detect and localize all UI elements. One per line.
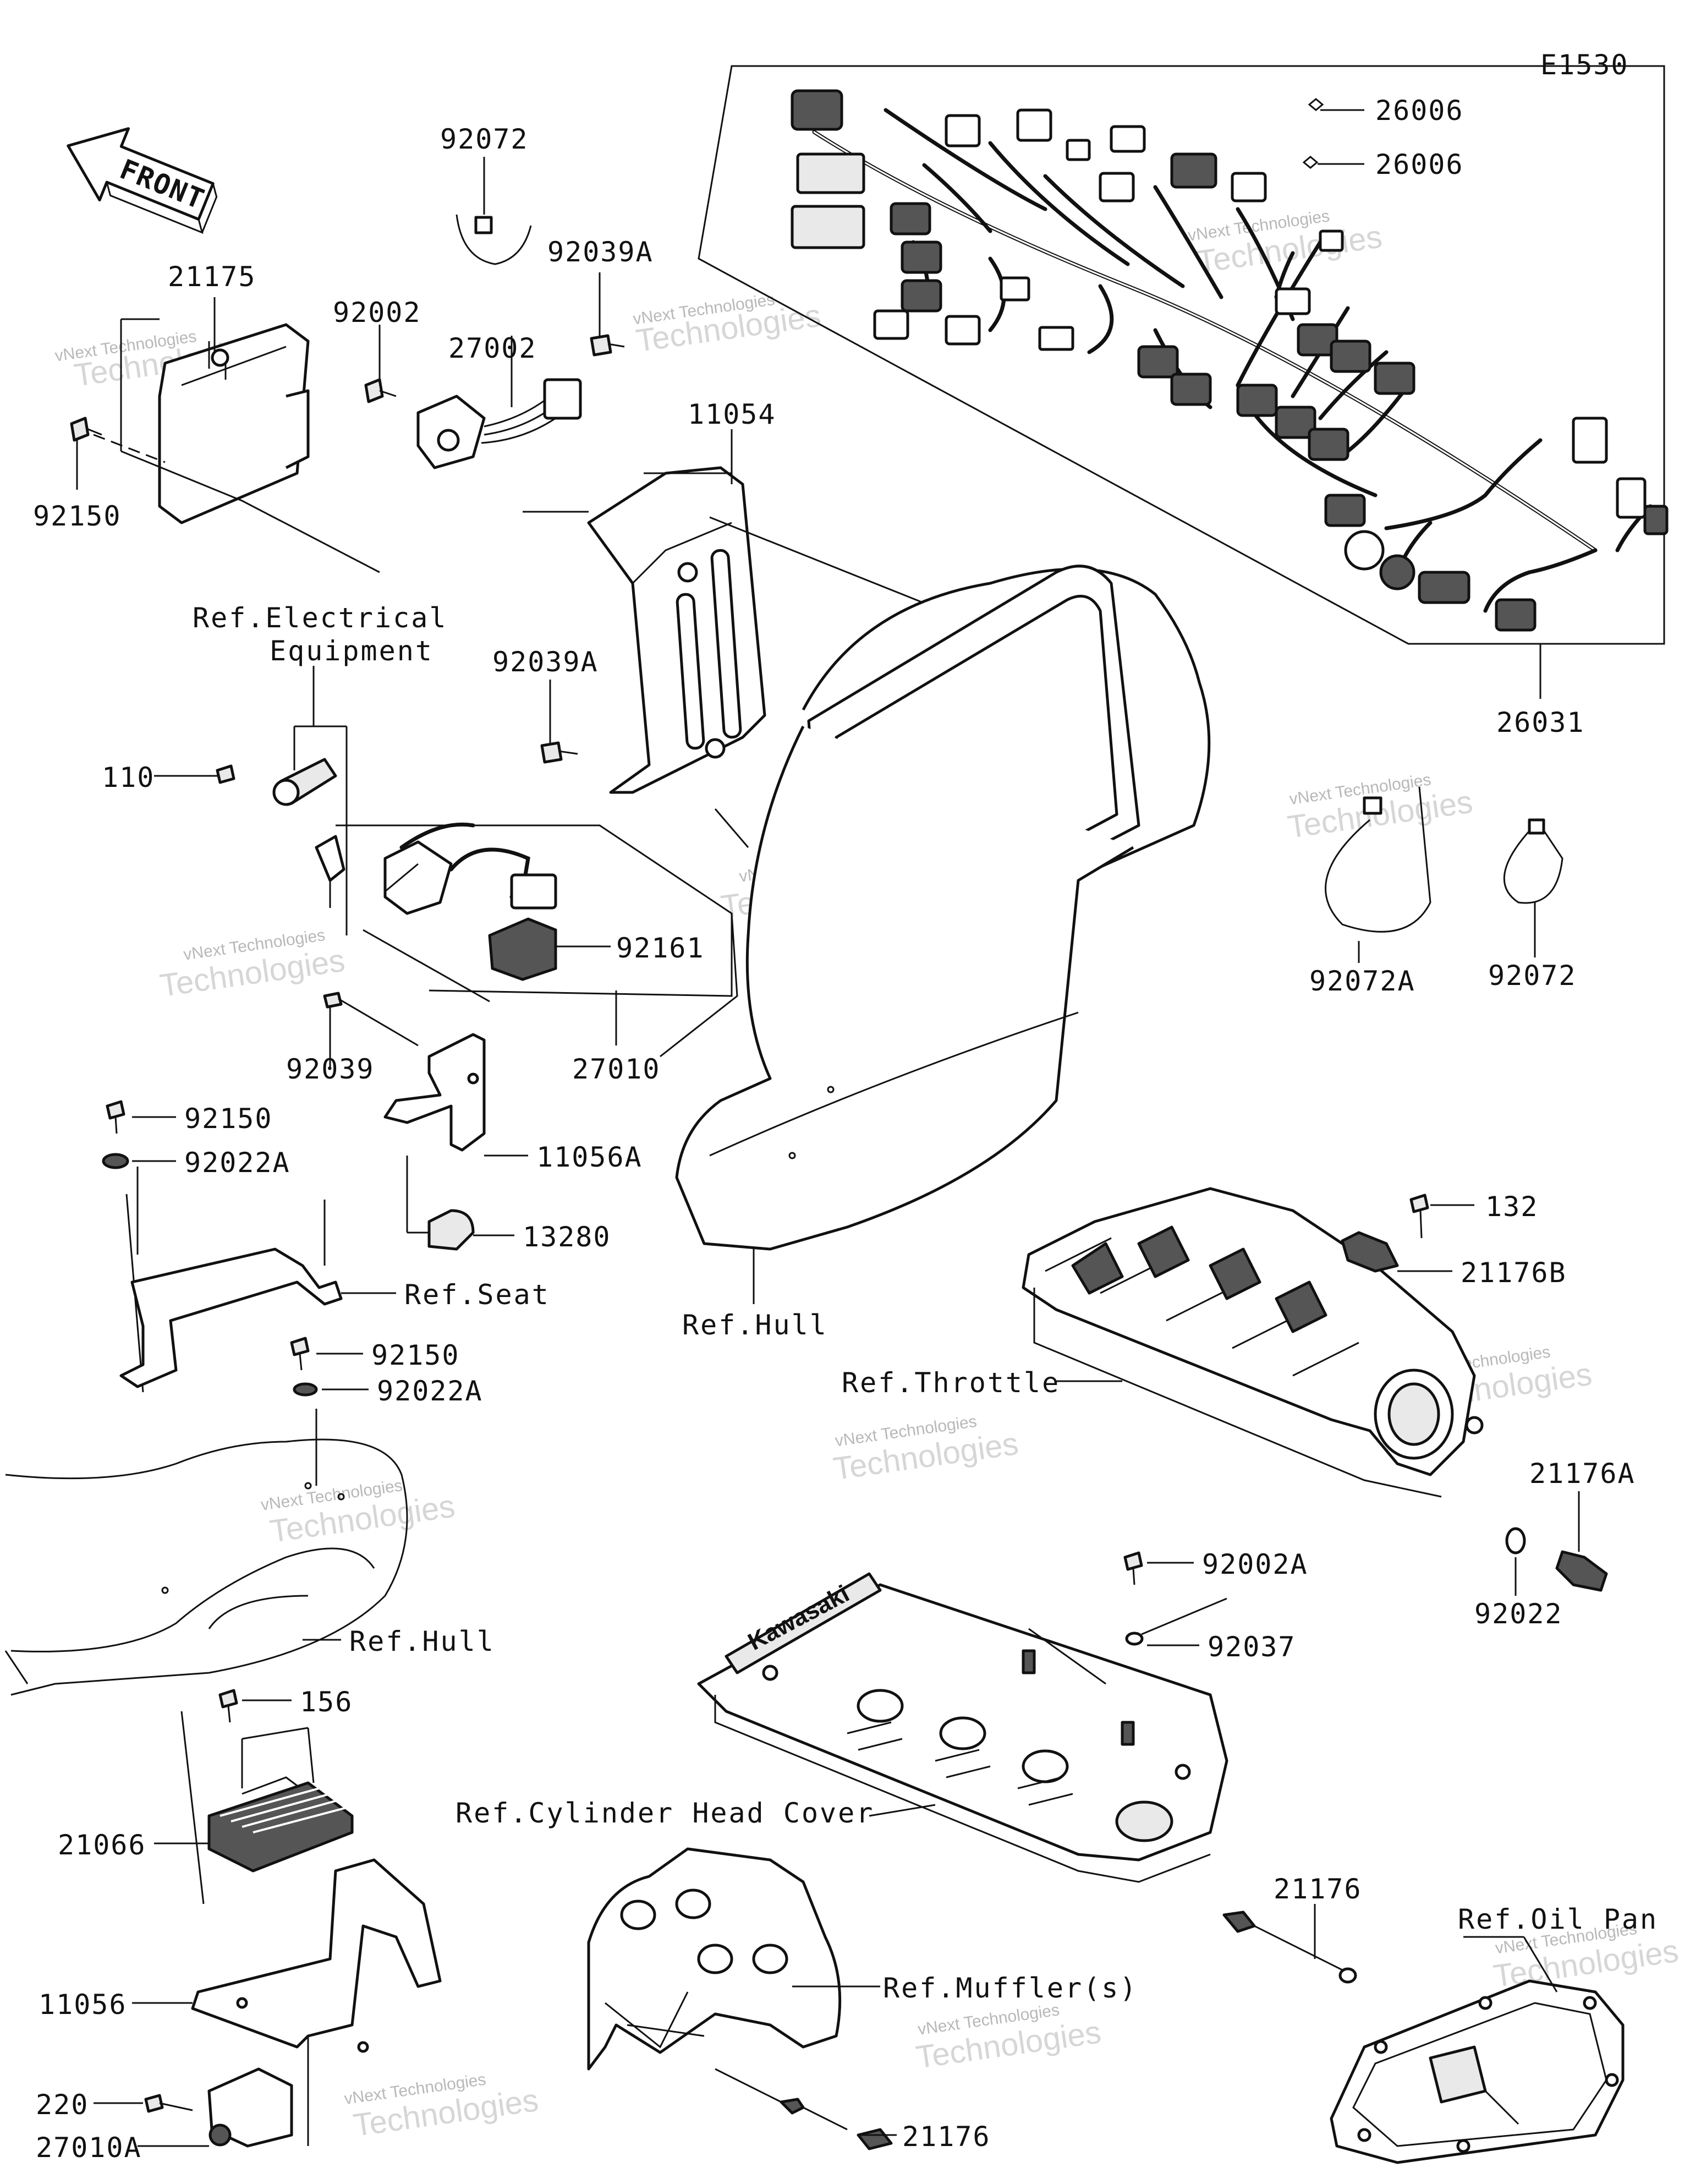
label-92022A-a: 92022A <box>184 1147 290 1179</box>
pin-92039-icon <box>323 992 419 1047</box>
label-26031: 26031 <box>1496 707 1585 738</box>
clip-26006-b-icon <box>1302 156 1319 169</box>
label-92022A-b: 92022A <box>377 1375 483 1407</box>
label-26006-b: 26006 <box>1375 149 1464 180</box>
bolt-92150-c-icon <box>290 1337 310 1371</box>
label-92039: 92039 <box>286 1053 375 1085</box>
label-92072-top: 92072 <box>440 123 529 155</box>
washer-92022A-b-icon <box>293 1382 318 1397</box>
label-92039A-top: 92039A <box>547 236 654 268</box>
clip-26006-a-icon <box>1308 98 1324 111</box>
bolt-92150-a-icon <box>70 417 102 442</box>
relay-27010A <box>207 2067 293 2148</box>
washer-92022-icon <box>1505 1527 1526 1554</box>
washer-92022A-a-icon <box>102 1153 129 1169</box>
label-92002: 92002 <box>333 297 421 329</box>
ref-cylinder-head-cover: Ref.Cylinder Head Cover <box>456 1797 874 1829</box>
label-26006-a: 26006 <box>1375 95 1464 127</box>
label-92037: 92037 <box>1208 1631 1296 1663</box>
bolt-156-icon <box>218 1689 238 1723</box>
throttle-body <box>1022 1187 1484 1498</box>
bracket-11056A <box>383 1033 486 1152</box>
sensor-21176-b <box>780 2098 893 2150</box>
label-21176A: 21176A <box>1529 1458 1636 1490</box>
label-27010A: 27010A <box>36 2132 142 2164</box>
strap-92037-icon <box>1125 1597 1227 1646</box>
label-92002A: 92002A <box>1202 1548 1308 1580</box>
rivet-92039A-top-icon <box>590 334 625 357</box>
label-92150-a: 92150 <box>33 500 122 532</box>
label-110: 110 <box>102 762 155 793</box>
main-harness-26031 <box>698 65 1669 645</box>
cylinder-head-cover: Kawasaki <box>697 1572 1228 1883</box>
clamp-13280 <box>427 1209 475 1251</box>
label-11056A: 11056A <box>536 1141 643 1173</box>
cable-tie-92072-top-icon <box>456 214 532 265</box>
rivet-92039A-mid-icon <box>540 741 578 764</box>
label-13280: 13280 <box>523 1221 611 1253</box>
label-21176-b: 21176 <box>902 2121 991 2153</box>
label-92161: 92161 <box>616 932 705 964</box>
label-27002: 27002 <box>448 332 537 364</box>
label-132: 132 <box>1485 1191 1538 1223</box>
ref-electrical-line1: Ref.Electrical <box>193 602 447 634</box>
oil-pan <box>1330 1979 1625 2164</box>
label-21176B: 21176B <box>1461 1257 1567 1289</box>
bolt-92002-icon <box>364 378 397 403</box>
regulator-21066 <box>207 1727 354 1873</box>
label-92150-b: 92150 <box>184 1103 273 1135</box>
label-21176-a: 21176 <box>1274 1873 1362 1905</box>
label-11054: 11054 <box>688 398 776 430</box>
ref-mufflers: Ref.Muffler(s) <box>883 1972 1138 2004</box>
hull-bottom-left <box>4 1438 408 1696</box>
ref-hull-top: Ref.Hull <box>682 1309 828 1341</box>
cable-tie-92072-right-icon <box>1503 818 1563 904</box>
ref-electrical-line2: Equipment <box>270 635 434 667</box>
label-92072A: 92072A <box>1309 965 1415 997</box>
bolt-110-icon <box>216 764 235 784</box>
seat-bracket <box>119 1247 343 1388</box>
label-21066: 21066 <box>58 1829 146 1861</box>
ref-seat: Ref.Seat <box>404 1279 550 1311</box>
bolt-92150-b-icon <box>106 1100 125 1134</box>
label-11056: 11056 <box>39 1989 127 2021</box>
exhaust-manifold <box>587 1847 842 2071</box>
sensor-110-cluster <box>272 758 345 908</box>
bracket-11056 <box>191 1858 442 2053</box>
ecu-21175 <box>93 318 380 573</box>
bracket-11054 <box>587 466 766 794</box>
sensor-21176B-icon <box>1341 1231 1399 1273</box>
bolt-92002A-icon <box>1123 1551 1143 1585</box>
bolt-132-icon <box>1409 1194 1429 1239</box>
label-220: 220 <box>36 2089 89 2121</box>
front-arrow-icon: FRONT <box>67 127 218 234</box>
label-92022: 92022 <box>1474 1598 1563 1630</box>
sensor-21176A-icon <box>1555 1550 1608 1592</box>
sensor-21176-a <box>1222 1911 1357 1984</box>
ref-hull-bottom: Ref.Hull <box>349 1625 495 1657</box>
label-156: 156 <box>300 1686 353 1718</box>
label-21175: 21175 <box>168 261 256 293</box>
relay-27010 <box>383 822 557 915</box>
label-27010: 27010 <box>572 1053 661 1085</box>
ref-throttle: Ref.Throttle <box>842 1367 1060 1399</box>
cover-92161 <box>488 917 557 981</box>
hull-top <box>675 565 1211 1251</box>
label-92039A-mid: 92039A <box>492 646 599 678</box>
cable-tie-92072A-icon <box>1325 786 1431 933</box>
ref-oil-pan: Ref.Oil Pan <box>1458 1903 1658 1935</box>
diagram-code: E1530 <box>1540 49 1629 81</box>
label-92150-c: 92150 <box>371 1339 460 1371</box>
bolt-220-icon <box>144 2094 193 2113</box>
sensor-27002 <box>416 378 582 469</box>
label-92072-right: 92072 <box>1488 960 1577 992</box>
